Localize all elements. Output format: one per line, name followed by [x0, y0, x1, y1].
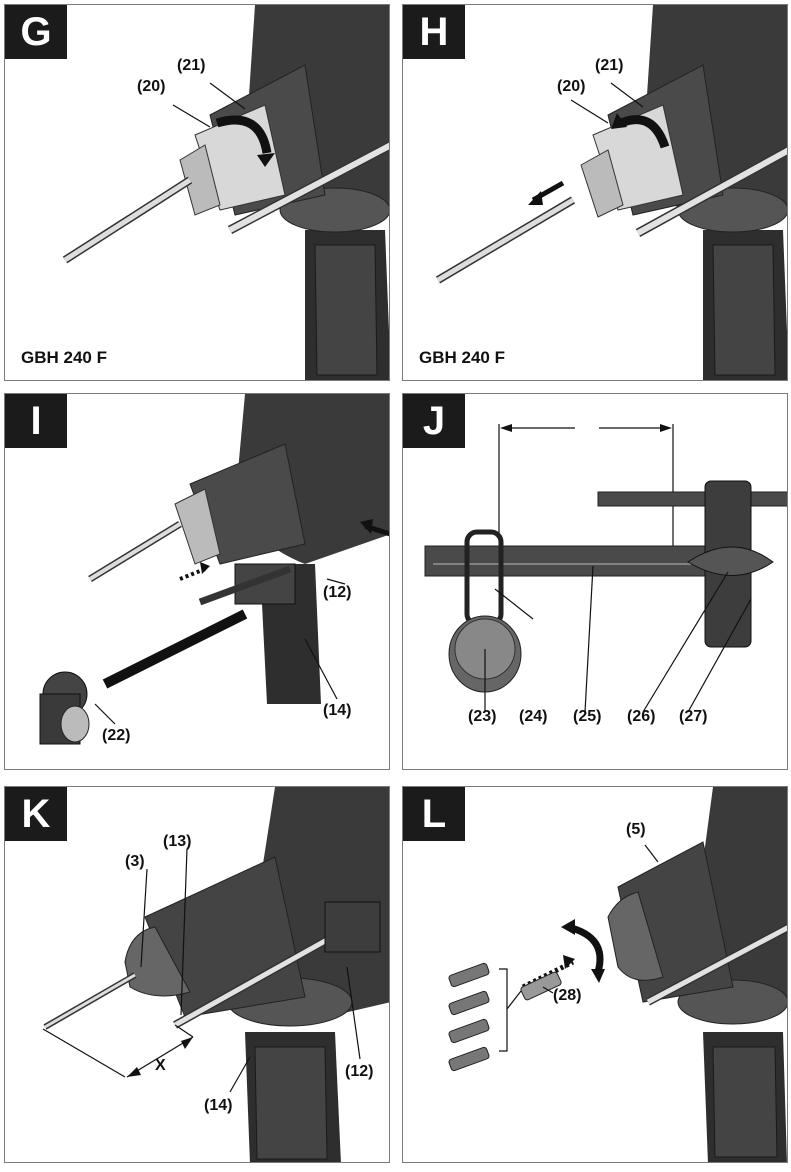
- drilling-depth-setting-illustration: [42, 787, 389, 1162]
- callout-12: (12): [345, 1063, 374, 1080]
- model-name: GBH 240 F: [21, 348, 107, 367]
- callout-13: (13): [163, 833, 192, 850]
- callout-25: (25): [573, 708, 602, 725]
- panel-letter: I: [5, 394, 67, 448]
- dimension-x: X: [155, 1057, 166, 1074]
- panel-letter: L: [403, 787, 465, 841]
- model-name: GBH 240 F: [419, 348, 505, 367]
- panel-letter: H: [403, 5, 465, 59]
- panel-i: I (12) (14) (22): [4, 393, 390, 770]
- callout-20: (20): [137, 78, 166, 95]
- hammer-drill-illustration-h: [435, 5, 787, 380]
- callout-23: (23): [468, 708, 497, 725]
- callout-14: (14): [204, 1097, 233, 1114]
- callout-3: (3): [125, 853, 145, 870]
- panel-l: L (5) (28): [402, 786, 788, 1163]
- callout-21: (21): [177, 57, 206, 74]
- callout-5: (5): [626, 821, 646, 838]
- callout-24: (24): [519, 708, 548, 725]
- panel-letter: G: [5, 5, 67, 59]
- callout-21: (21): [595, 57, 624, 74]
- panel-g: G (21) (20) GBH 240 F: [4, 4, 390, 381]
- callout-27: (27): [679, 708, 708, 725]
- callout-14: (14): [323, 702, 352, 719]
- callout-22: (22): [102, 727, 131, 744]
- callout-28: (28): [553, 987, 582, 1004]
- callout-12: (12): [323, 584, 352, 601]
- panel-letter: K: [5, 787, 67, 841]
- depth-stop-assembly-illustration: [39, 394, 389, 745]
- panel-k: K (13) (3) X (14) (12): [4, 786, 390, 1163]
- panel-letter: J: [403, 394, 465, 448]
- panel-j: J (23) (24) (25) (26) (27): [402, 393, 788, 770]
- hammer-drill-illustration-g: [62, 5, 389, 380]
- screwdriver-bit-adapter-illustration: [448, 787, 787, 1162]
- depth-stop-detail-illustration: [424, 424, 787, 713]
- panel-h: H (21) (20) GBH 240 F: [402, 4, 788, 381]
- callout-20: (20): [557, 78, 586, 95]
- callout-26: (26): [627, 708, 656, 725]
